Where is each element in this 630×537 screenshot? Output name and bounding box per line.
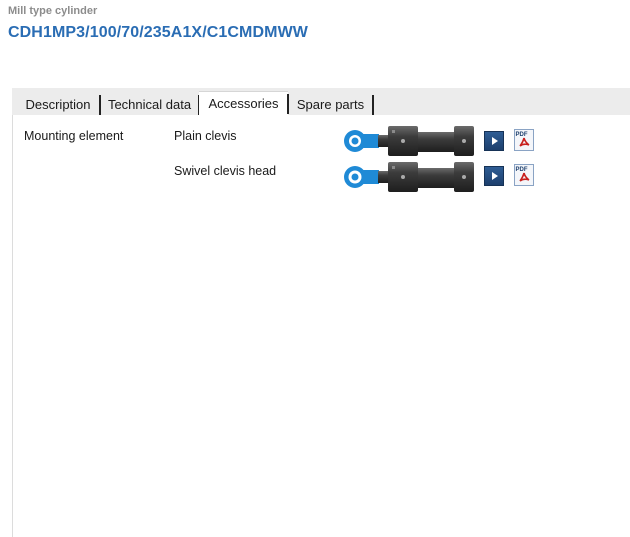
tab-separator — [287, 94, 289, 114]
tab-accessories[interactable]: Accessories — [199, 91, 289, 115]
tab-label: Description — [25, 96, 91, 112]
tab-bar: Description Technical data Accessories S… — [12, 88, 630, 115]
product-code-title: CDH1MP3/100/70/235A1X/C1CMDMWW — [8, 24, 308, 41]
play-button[interactable] — [484, 166, 504, 186]
tab-label: Spare parts — [296, 96, 365, 112]
category-label: Mounting element — [24, 129, 124, 143]
pdf-icon[interactable]: PDF — [514, 129, 534, 151]
accessory-name: Plain clevis — [174, 129, 237, 143]
tab-label: Technical data — [107, 96, 192, 112]
pdf-icon[interactable]: PDF — [514, 164, 534, 186]
accessories-panel — [12, 115, 630, 537]
tab-separator — [99, 95, 101, 115]
product-type-label: Mill type cylinder — [8, 5, 98, 17]
play-button[interactable] — [484, 131, 504, 151]
tab-technical-data[interactable]: Technical data — [100, 93, 200, 115]
tab-label: Accessories — [208, 96, 279, 111]
svg-text:PDF: PDF — [516, 167, 528, 173]
accessory-name: Swivel clevis head — [174, 164, 277, 178]
cylinder-swivel-clevis-icon — [344, 162, 474, 192]
cylinder-plain-clevis-icon — [344, 126, 474, 156]
svg-text:PDF: PDF — [516, 132, 528, 138]
tab-separator — [372, 95, 374, 115]
tab-spare-parts[interactable]: Spare parts — [288, 93, 374, 115]
tab-description[interactable]: Description — [16, 93, 101, 115]
